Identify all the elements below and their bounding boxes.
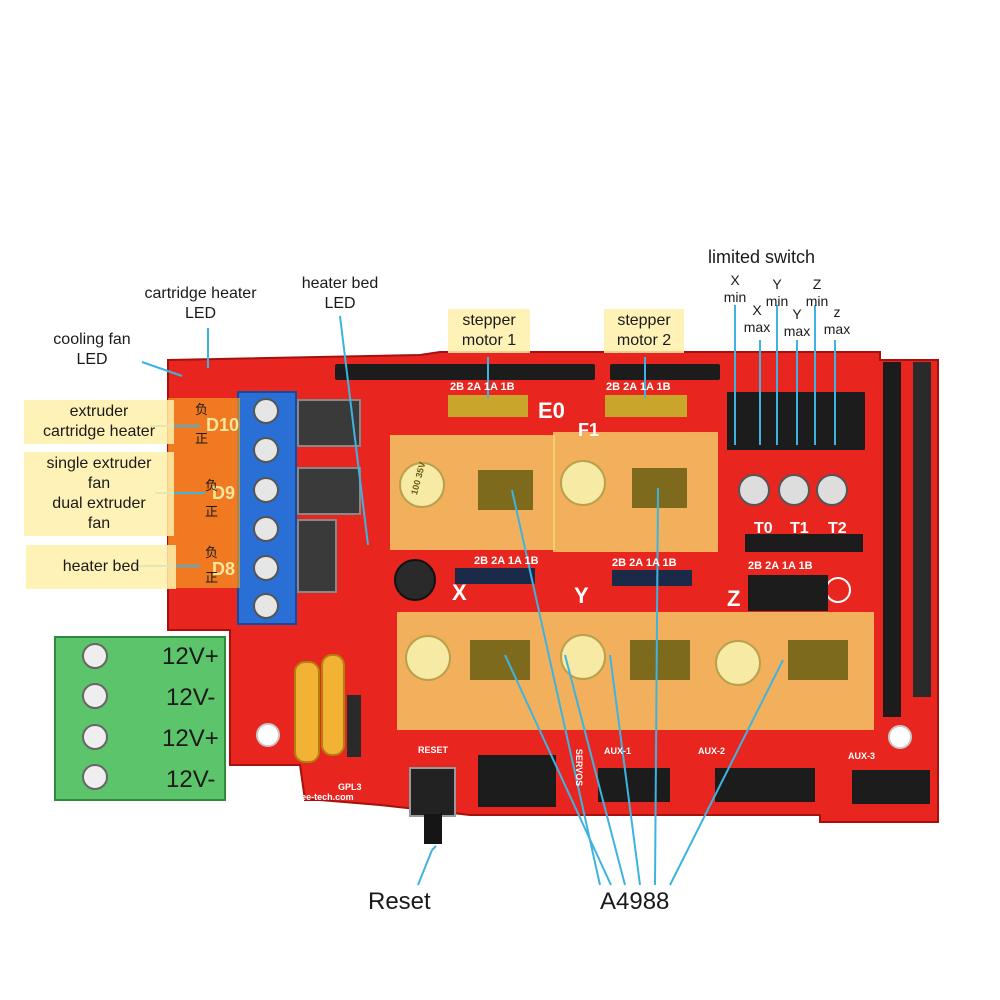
silk-reset: RESET [418, 745, 449, 755]
polarity-pos-3: 正 [205, 570, 219, 585]
silk-aux1: AUX-1 [604, 746, 632, 756]
thermistor-header [745, 534, 863, 552]
aux-headers [478, 755, 930, 807]
label-a4988: A4988 [600, 888, 670, 915]
mosfets [297, 399, 361, 593]
power-pin-3: 12V+ [162, 725, 219, 752]
label-heater-bed: heater bed [26, 545, 176, 589]
silk-y: Y [574, 583, 589, 608]
silk-pins-z: 2B 2A 1A 1B [748, 560, 813, 572]
fuses [294, 654, 345, 763]
silk-pins-x: 2B 2A 1A 1B [474, 555, 539, 567]
main-capacitor [394, 559, 436, 601]
silk-pins-e1: 2B 2A 1A 1B [606, 381, 671, 393]
silk-t2: T2 [828, 520, 847, 537]
driver-headers [470, 468, 848, 680]
mount-hole [256, 723, 280, 747]
silk-aux2: AUX-2 [698, 746, 726, 756]
silk-d10: D10 [206, 415, 240, 435]
power-pin-1: 12V+ [162, 643, 219, 670]
polarity-neg-2: 负 [205, 478, 219, 493]
polarity-neg-1: 负 [195, 402, 209, 417]
driver-capacitors [399, 460, 761, 686]
silk-pins-y: 2B 2A 1A 1B [612, 557, 677, 569]
silk-e0: E0 [538, 398, 565, 423]
silk-aux3: AUX-3 [848, 751, 876, 761]
silk-e1: F1 [578, 420, 600, 440]
silk-gpl: GPL3 [338, 782, 362, 792]
silk-pins-e0: 2B 2A 1A 1B [450, 381, 515, 393]
reset-callout-line [417, 849, 433, 886]
output-terminal-block [237, 391, 297, 625]
power-terminal-block [54, 636, 226, 801]
mount-hole [888, 725, 912, 749]
reset-switch [409, 767, 456, 817]
polarity-pos-2: 正 [205, 504, 219, 519]
silk-d8: D8 [212, 559, 236, 579]
label-reset: Reset [368, 888, 431, 915]
silk-d9: D9 [212, 483, 236, 503]
silk-z: Z [727, 586, 741, 611]
power-terminal-screws [82, 643, 108, 790]
polarity-neg-3: 负 [205, 545, 219, 560]
power-pin-2: 12V- [166, 684, 216, 711]
power-pin-4: 12V- [166, 766, 216, 793]
silk-url: www.bigtree-tech.com [258, 792, 354, 802]
right-header-pins [913, 362, 931, 697]
silk-t0: T0 [754, 520, 773, 537]
silk-t1: T1 [790, 520, 809, 537]
top-header-pins [335, 364, 720, 380]
label-limited-switch: limited switch [708, 247, 816, 267]
diode [347, 695, 361, 757]
stepper-connectors [448, 395, 828, 611]
callout-lines [135, 305, 836, 886]
silk-servos: SERVOS [574, 748, 585, 787]
thermistor-caps [738, 474, 848, 506]
terminal-screws [253, 398, 279, 619]
right-header-pins [883, 362, 901, 717]
reset-button-cap [424, 814, 442, 844]
silk-x: X [452, 580, 467, 605]
polarity-pos-1: 正 [195, 431, 209, 446]
